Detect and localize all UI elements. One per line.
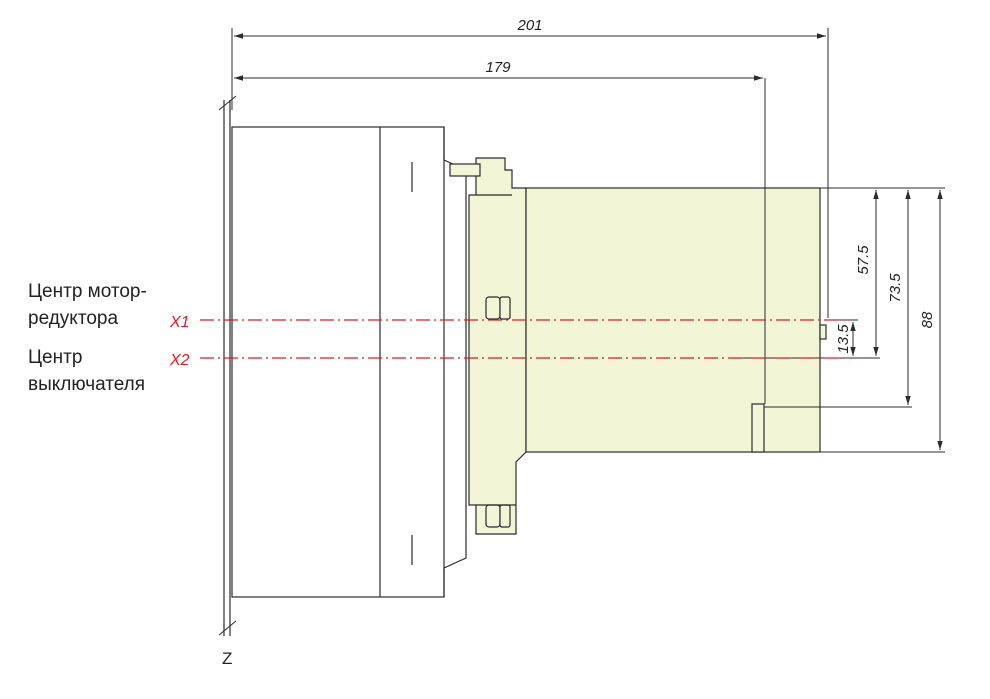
switch-housing — [525, 78, 827, 453]
dimension-179: 179 — [485, 59, 511, 76]
x1-label: X1 — [169, 314, 190, 331]
dimension-73-5: 73.5 — [887, 273, 904, 303]
dimension-88: 88 — [919, 311, 936, 328]
switch-center-label-line2: выключателя — [28, 374, 145, 395]
x2-label: X2 — [169, 352, 190, 369]
switch-bracket — [449, 157, 527, 535]
motor-reducer-body — [231, 126, 467, 598]
dimension-201: 201 — [516, 17, 542, 34]
dimension-13-5: 13.5 — [835, 324, 852, 354]
motor-center-label-line2: редуктора — [28, 308, 118, 329]
switch-center-label-line1: Центр — [28, 347, 82, 368]
dimension-57-5: 57.5 — [855, 245, 872, 275]
mounting-plane — [218, 95, 237, 636]
z-axis-label: Z — [222, 649, 232, 668]
motor-center-label-line1: Центр мотор- — [28, 281, 147, 302]
center-lines — [200, 319, 850, 359]
overall-dimension — [231, 28, 829, 318]
